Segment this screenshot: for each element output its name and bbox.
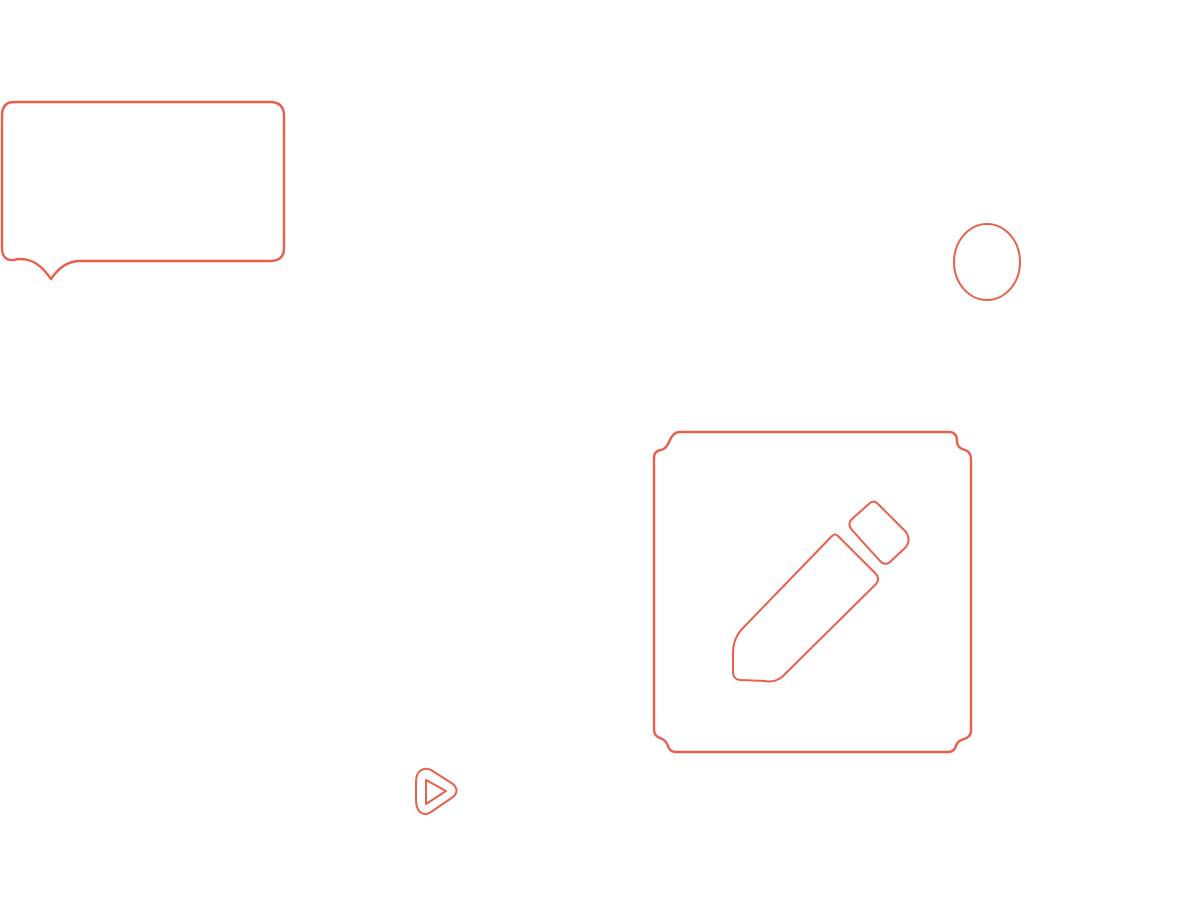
edit-square-icon	[652, 430, 973, 754]
speech-bubble-icon	[0, 100, 286, 281]
circle-shape-icon	[953, 223, 1021, 301]
play-triangle-icon	[415, 767, 458, 815]
pencil-icon	[732, 500, 910, 683]
